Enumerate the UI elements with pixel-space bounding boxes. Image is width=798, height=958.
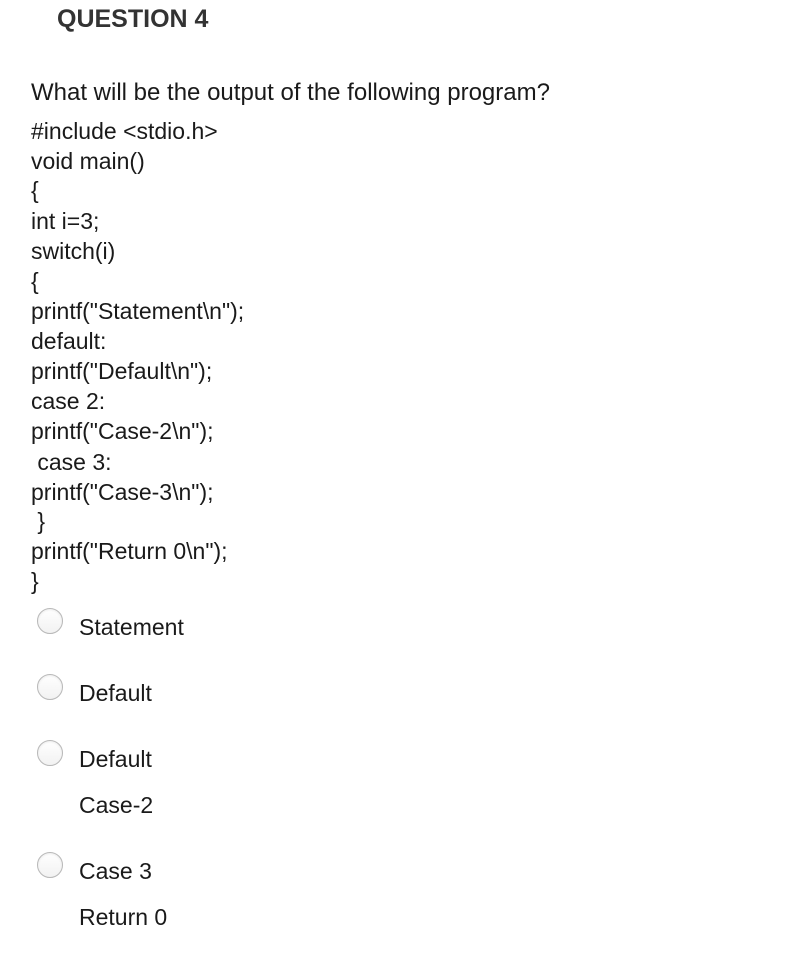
- option-label[interactable]: Case 3: [79, 858, 152, 884]
- code-line: printf("Case-3\n");: [31, 479, 214, 505]
- question-title: QUESTION 4: [57, 5, 209, 33]
- code-line: case 2:: [31, 388, 106, 414]
- radio-button[interactable]: [37, 674, 63, 700]
- radio-button[interactable]: [37, 852, 63, 878]
- radio-button[interactable]: [37, 740, 63, 766]
- radio-button[interactable]: [37, 608, 63, 634]
- code-line: default:: [31, 328, 107, 354]
- option-label-line-2[interactable]: Case-2: [79, 792, 154, 818]
- code-line: {: [31, 177, 39, 203]
- code-line: {: [31, 268, 39, 294]
- code-line: printf("Default\n");: [31, 358, 213, 384]
- code-line: case 3:: [31, 449, 112, 475]
- option-label[interactable]: Default: [79, 746, 152, 772]
- code-line: void main(): [31, 148, 145, 174]
- code-line: #include <stdio.h>: [31, 118, 218, 144]
- code-line: printf("Return 0\n");: [31, 538, 228, 564]
- code-line: }: [31, 508, 46, 534]
- option-label[interactable]: Default: [79, 680, 152, 706]
- code-line: int i=3;: [31, 208, 100, 234]
- code-line: printf("Statement\n");: [31, 298, 245, 324]
- option-label[interactable]: Statement: [79, 614, 184, 640]
- code-line: printf("Case-2\n");: [31, 418, 214, 444]
- code-line: switch(i): [31, 238, 116, 264]
- question-text: What will be the output of the following…: [31, 79, 550, 106]
- option-label-line-2[interactable]: Return 0: [79, 904, 168, 930]
- code-line: }: [31, 568, 39, 594]
